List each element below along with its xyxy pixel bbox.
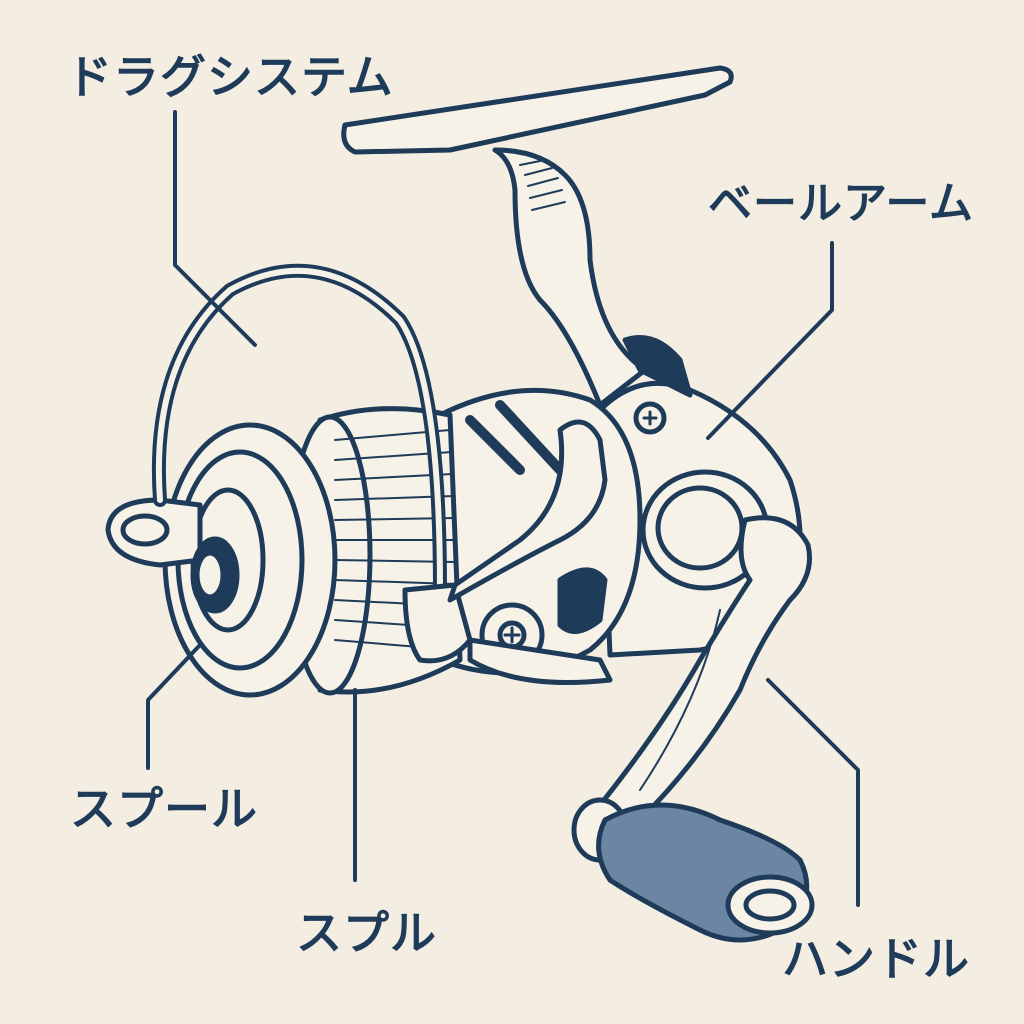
label-handle: ハンドル: [782, 932, 970, 986]
label-spool-short: スプル: [296, 906, 437, 960]
leader-spool-long: [146, 643, 202, 770]
label-bail-arm: ベールアーム: [708, 178, 975, 229]
reel-body: [597, 335, 803, 658]
bail-arm: [151, 263, 613, 685]
reel-foot: [341, 65, 734, 408]
label-drag-system: ドラグシステム: [66, 50, 394, 104]
leader-handle: [766, 678, 860, 907]
label-spool: スプール: [70, 782, 258, 836]
leader-bail-arm: [706, 241, 834, 440]
leader-drag-system: [173, 110, 257, 347]
handle-knob: [571, 797, 815, 943]
drag-knob: [105, 497, 240, 614]
handle-arm: [597, 515, 812, 823]
leader-lines: [146, 110, 860, 907]
